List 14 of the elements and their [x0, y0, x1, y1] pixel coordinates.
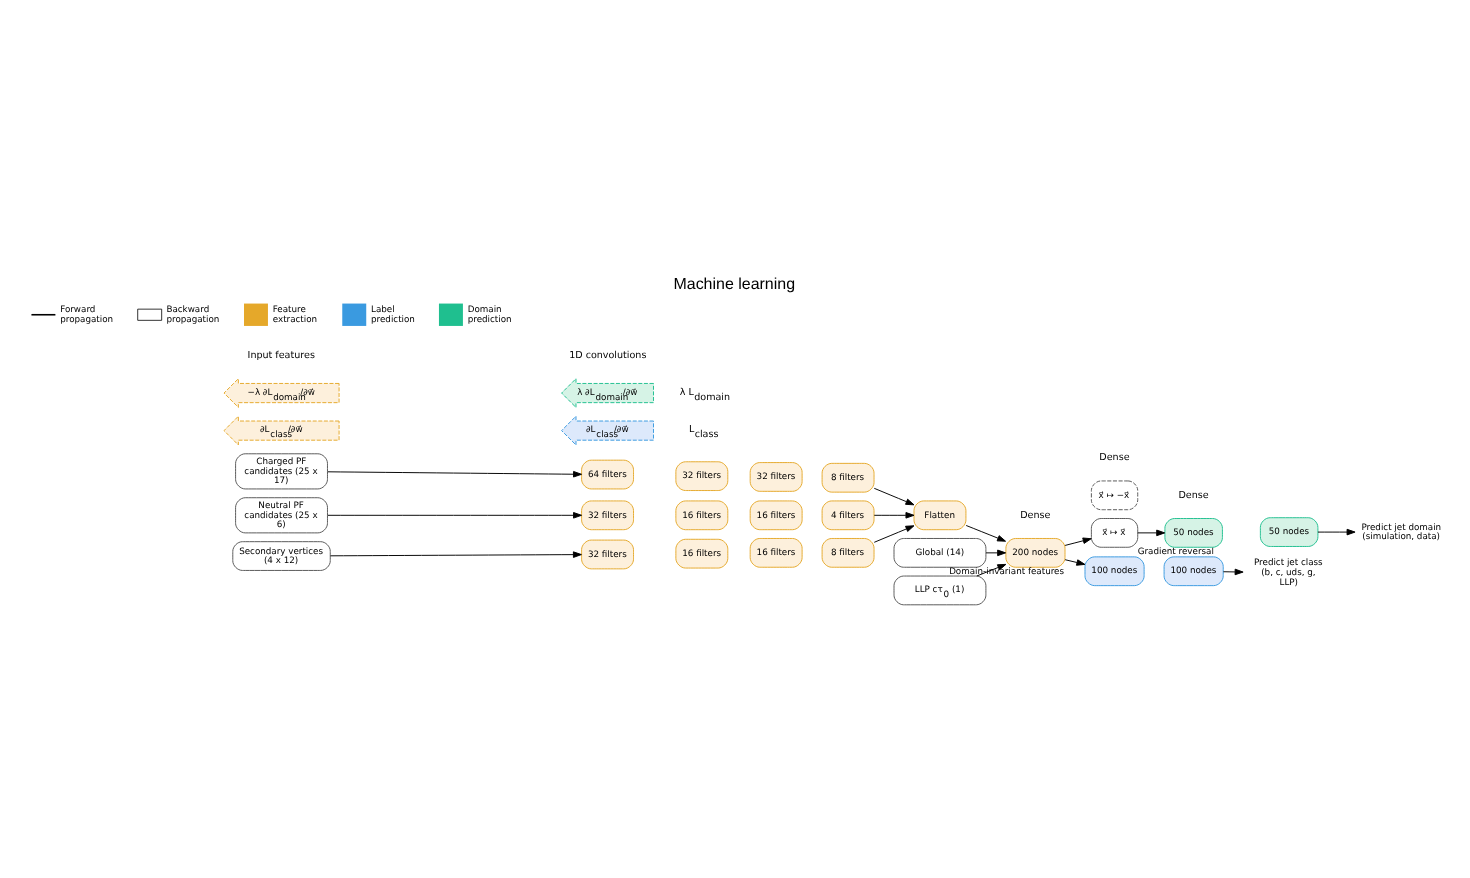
arrow [873, 487, 915, 506]
arrow [1137, 529, 1166, 537]
arrow [965, 525, 1007, 542]
diagram-title: Machine learning [673, 275, 796, 294]
arrow [1064, 537, 1092, 546]
arrow [873, 512, 915, 519]
arrow [327, 512, 582, 519]
arrow [1317, 528, 1356, 536]
arrow [985, 549, 1007, 557]
arrow [330, 551, 582, 558]
arrow [327, 470, 582, 478]
arrow [1222, 568, 1244, 576]
arrow [1064, 559, 1086, 566]
arrow [873, 525, 915, 543]
